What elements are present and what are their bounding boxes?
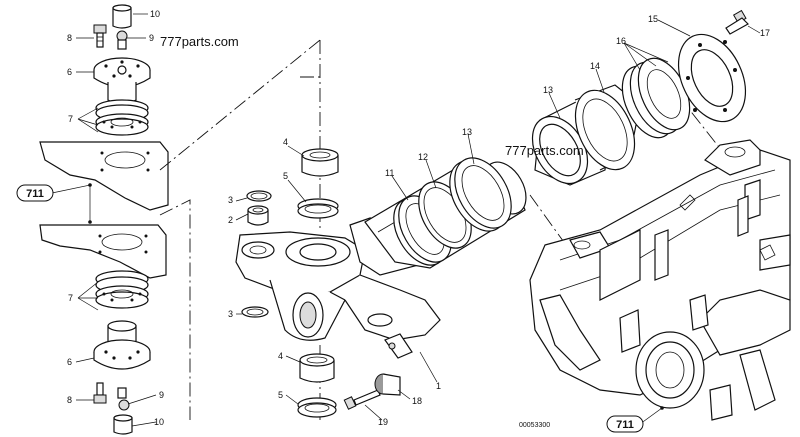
callout-7-bottom: 7 bbox=[68, 293, 73, 303]
lower-bolt-part-8 bbox=[93, 382, 107, 404]
screw-part-19 bbox=[343, 389, 381, 410]
snap-ring-part-3-upper bbox=[246, 190, 272, 202]
sleeve-part-13-upper bbox=[531, 99, 611, 186]
upper-seal-ring-part-5 bbox=[297, 198, 339, 219]
svg-text:711: 711 bbox=[26, 188, 44, 200]
callout-4-bottom: 4 bbox=[278, 351, 283, 361]
upper-frame-plate bbox=[39, 141, 169, 211]
end-cover-part-15 bbox=[677, 33, 747, 123]
callout-8-bottom: 8 bbox=[67, 395, 72, 405]
callout-4-top: 4 bbox=[283, 137, 288, 147]
callout-18: 18 bbox=[412, 396, 422, 406]
upper-shims-part-7 bbox=[95, 99, 149, 136]
seal-ring-part-13 bbox=[449, 157, 512, 232]
bearing-ring-part-14 bbox=[574, 84, 641, 171]
upper-bushing-part-4 bbox=[301, 148, 339, 177]
drawing-code: 00053300 bbox=[519, 422, 550, 429]
callout-16: 16 bbox=[616, 36, 626, 46]
callout-14: 14 bbox=[590, 61, 600, 71]
callout-15: 15 bbox=[648, 14, 658, 24]
callout-17: 17 bbox=[760, 28, 770, 38]
main-frame-711 bbox=[529, 139, 791, 421]
callout-9-top: 9 bbox=[149, 33, 154, 43]
callout-19: 19 bbox=[378, 417, 388, 427]
callout-9-bottom: 9 bbox=[159, 390, 164, 400]
lower-frame-plate bbox=[39, 224, 167, 279]
callout-13-lower: 13 bbox=[462, 127, 472, 137]
lower-flange-part-6 bbox=[93, 320, 151, 370]
reference-badge-711-right: 711 bbox=[606, 415, 644, 433]
bushing-part-2 bbox=[247, 205, 269, 226]
upper-grease-fitting-part-9 bbox=[116, 30, 128, 50]
snap-ring-part-3-lower bbox=[241, 306, 269, 318]
reference-badge-711-left-1: 711 bbox=[16, 184, 54, 202]
callout-5-bottom: 5 bbox=[278, 390, 283, 400]
upper-bolt-part-8 bbox=[93, 24, 107, 48]
watermark-middle: 777parts.com bbox=[505, 143, 584, 158]
bolt-part-17 bbox=[725, 9, 749, 35]
callout-2: 2 bbox=[228, 215, 233, 225]
upper-cap-part-10 bbox=[112, 4, 132, 29]
upper-flange-part-6 bbox=[93, 57, 151, 105]
callout-13-upper: 13 bbox=[543, 85, 553, 95]
stop-block-part-18 bbox=[374, 373, 401, 396]
callout-12: 12 bbox=[418, 152, 428, 162]
callout-1: 1 bbox=[436, 381, 441, 391]
callout-3-bottom: 3 bbox=[228, 309, 233, 319]
callout-10-top: 10 bbox=[150, 9, 160, 19]
callout-numbers: 10 8 9 6 7 7 6 8 9 10 4 5 3 2 3 4 5 19 1… bbox=[67, 9, 770, 427]
callout-10-bottom: 10 bbox=[154, 417, 164, 427]
watermark-top: 777parts.com bbox=[160, 34, 239, 49]
callout-6-top: 6 bbox=[67, 67, 72, 77]
callout-8-top: 8 bbox=[67, 33, 72, 43]
lower-bushing-part-4 bbox=[299, 353, 335, 383]
leader-lines bbox=[51, 13, 761, 427]
lower-grease-fitting-part-9 bbox=[117, 387, 130, 411]
lower-cap-part-10 bbox=[113, 414, 133, 435]
svg-text:711: 711 bbox=[616, 419, 634, 431]
lower-shims-part-7 bbox=[95, 270, 149, 309]
callout-6-bottom: 6 bbox=[67, 357, 72, 367]
lower-seal-ring-part-5 bbox=[297, 397, 337, 418]
callout-7-top: 7 bbox=[68, 114, 73, 124]
callout-3-top: 3 bbox=[228, 195, 233, 205]
shims-part-16 bbox=[621, 57, 691, 139]
callout-11: 11 bbox=[385, 168, 394, 178]
callout-5-top: 5 bbox=[283, 171, 288, 181]
